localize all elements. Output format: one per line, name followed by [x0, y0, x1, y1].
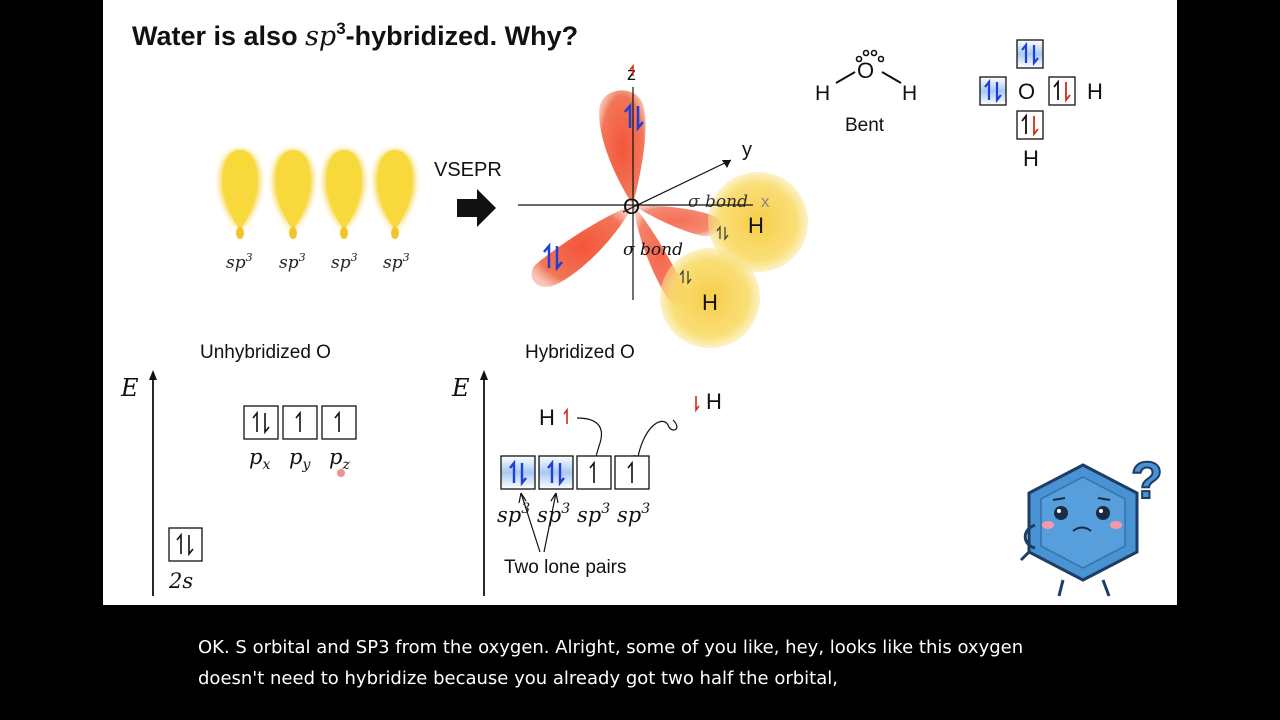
- oxygen-center: O: [623, 194, 640, 219]
- spin-pair-bond-lower: [679, 269, 692, 285]
- py-label: py: [289, 445, 311, 473]
- sp3-orbital-2: [272, 150, 314, 239]
- spin-pair-up: [624, 102, 644, 132]
- sp3-label-2: sp3: [279, 251, 306, 273]
- hybridized-heading: Hybridized O: [525, 342, 635, 363]
- caption-line-1: OK. S orbital and SP3 from the oxygen. A…: [198, 637, 1024, 658]
- lobe-up: [599, 90, 646, 205]
- hexagon-mascot: ?: [1019, 451, 1164, 597]
- lobe-right: [633, 205, 721, 237]
- vsepr-arrow-icon: [457, 189, 496, 227]
- title-sup: 3: [336, 19, 345, 38]
- slide: Water is also sp3-hybridized. Why? sp3 s…: [103, 0, 1177, 605]
- sp3-orbital-row: sp3 sp3 sp3 sp3: [219, 150, 416, 273]
- box-o-label: O: [1018, 79, 1035, 104]
- bent-label: Bent: [845, 115, 885, 136]
- px-label: px: [249, 445, 270, 473]
- unhybridized-heading: Unhybridized O: [200, 342, 331, 363]
- spin-pair-left: [543, 242, 563, 272]
- hybrid-sp3-label-3: sp3: [577, 501, 610, 527]
- cursor-dot: [337, 469, 345, 477]
- hybrid-sp3-label-2: sp3: [537, 501, 570, 527]
- title-text-pre: Water is also: [132, 21, 305, 51]
- lewis-o: O: [857, 58, 874, 83]
- water-3d-model: z y O σ bond x σ bond H H: [518, 63, 808, 348]
- lewis-structure: H O H Bent: [815, 49, 917, 136]
- h-label-lower: H: [702, 290, 718, 315]
- lewis-left-h: H: [815, 82, 830, 105]
- sp3-label-4: sp3: [383, 251, 410, 273]
- 2s-label: 2s: [168, 569, 193, 593]
- subtitle-caption: OK. S orbital and SP3 from the oxygen. A…: [198, 632, 1098, 694]
- box-orbital-diagram: O H H: [979, 39, 1103, 171]
- hybridized-diagram: Hybridized O E H H sp3 sp3 sp3 sp3 Two l…: [451, 342, 722, 596]
- sp3-orbital-1: [219, 150, 261, 239]
- title-sp: sp: [305, 21, 336, 52]
- h-sphere-upper: [708, 172, 808, 272]
- y-axis-label: y: [742, 139, 752, 161]
- hybrid-h-right: H: [706, 389, 722, 414]
- hybrid-sp3-label-4: sp3: [617, 501, 650, 527]
- lewis-right-h: H: [902, 82, 917, 105]
- slide-title: Water is also sp3-hybridized. Why?: [132, 19, 578, 52]
- box-bottom-h: H: [1023, 146, 1039, 171]
- hybrid-h-left: H: [539, 405, 555, 430]
- sp3-orbital-4: [374, 150, 416, 239]
- vsepr-label: VSEPR: [434, 159, 502, 181]
- lone-pairs-label: Two lone pairs: [504, 557, 627, 578]
- sigma-bond-label-lower: σ bond: [623, 240, 683, 260]
- x-mark: x: [761, 192, 770, 211]
- box-right-h: H: [1087, 79, 1103, 104]
- sigma-bond-label-upper: σ bond: [688, 192, 748, 212]
- caption-line-2: doesn't need to hybridize because you al…: [198, 668, 838, 689]
- pz-label: pz: [329, 445, 350, 473]
- sp3-label-3: sp3: [331, 251, 358, 273]
- spin-pair-bond-upper: [716, 225, 729, 241]
- title-text-post: -hybridized. Why?: [346, 21, 579, 51]
- sp3-orbital-3: [323, 150, 365, 239]
- mascot-question-mark: ?: [1131, 452, 1163, 510]
- energy-axis-label-left: E: [120, 374, 139, 402]
- unhybridized-diagram: Unhybridized O E px py pz 2s: [120, 342, 357, 596]
- energy-axis-label-right: E: [451, 374, 470, 402]
- mascot-eye-left-icon: [1054, 506, 1068, 520]
- y-axis: [622, 159, 732, 213]
- lobe-left: [531, 205, 633, 287]
- h-label-upper: H: [748, 213, 764, 238]
- sp3-label-1: sp3: [226, 251, 253, 273]
- mascot-eye-right-icon: [1096, 506, 1110, 520]
- z-axis-label: z: [627, 64, 636, 84]
- h-sphere-lower: [660, 248, 760, 348]
